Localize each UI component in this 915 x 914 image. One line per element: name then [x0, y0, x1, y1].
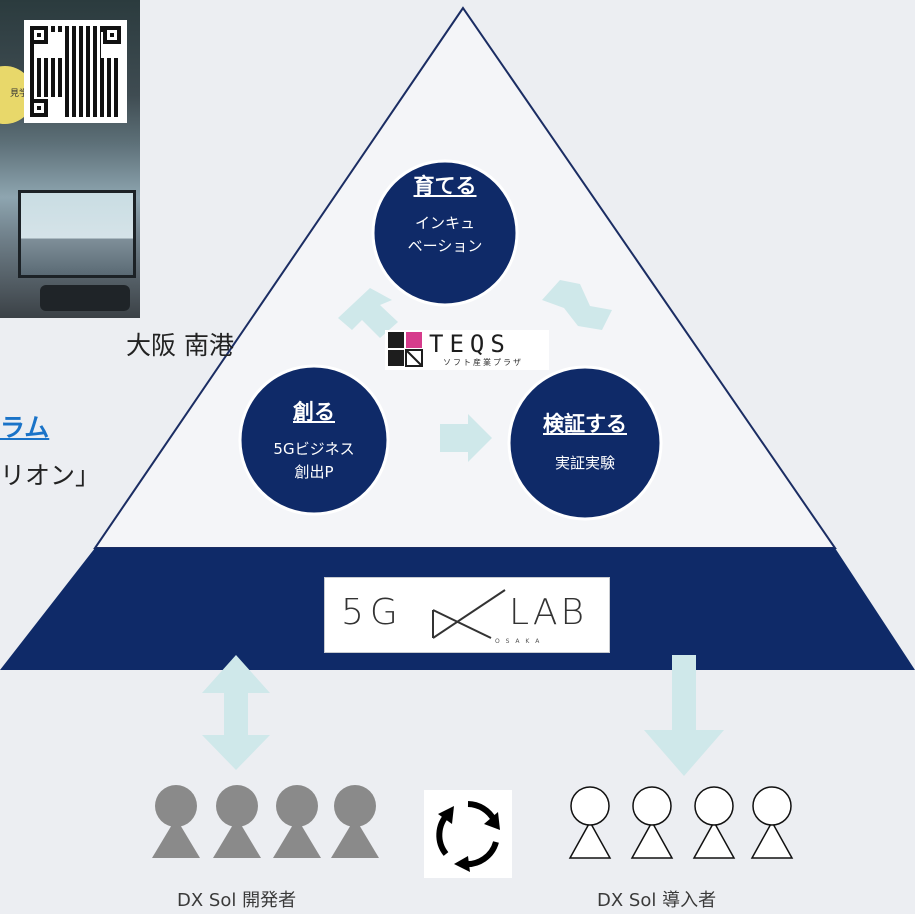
circle-grow	[371, 159, 519, 307]
create-line1: 5Gビジネス	[273, 440, 355, 458]
lab-logo-right: LAB	[509, 592, 588, 633]
adopters-caption: DX Sol 導入者	[597, 890, 717, 911]
pavilion-text: リオン」	[0, 461, 101, 490]
verify-title: 検証する	[543, 412, 627, 436]
create-line2: 創出P	[294, 463, 334, 481]
teqs-logo: TEQS ソフト産業プラザ	[385, 330, 549, 370]
arrow-grow-to-verify	[542, 280, 612, 330]
developer-group	[152, 785, 379, 858]
verify-line1: 実証実験	[554, 454, 615, 472]
arrow-down	[644, 655, 724, 776]
person-filled-icon	[213, 785, 261, 858]
person-outline-icon	[692, 786, 736, 859]
person-outline-icon	[630, 786, 674, 859]
circle-verify-text: 検証する 実証実験	[510, 408, 660, 475]
cycle-box	[424, 790, 512, 878]
person-filled-icon	[331, 785, 379, 858]
location-text: 大阪 南港	[126, 331, 234, 360]
person-filled-icon	[273, 785, 321, 858]
lab-logo-left: 5G	[341, 592, 404, 633]
grow-line1: インキュ	[414, 214, 475, 232]
grow-line2: ベーション	[407, 237, 483, 255]
developers-caption: DX Sol 開発者	[177, 890, 297, 911]
showroom-photo: 見学	[0, 0, 140, 318]
arrow-create-to-verify	[440, 414, 492, 462]
5g-lab-logo: 5G LAB O S A K A	[324, 577, 610, 653]
teqs-tagline: ソフト産業プラザ	[443, 358, 523, 367]
visit-badge-text: 見学	[10, 89, 29, 99]
circle-verify	[507, 365, 663, 521]
program-link[interactable]: ラム	[0, 413, 50, 442]
arrow-create-to-grow	[338, 288, 398, 338]
teqs-mark-icon	[388, 332, 423, 367]
person-outline-icon	[750, 786, 794, 859]
circle-grow-text: 育てる インキュ ベーション	[375, 170, 515, 258]
person-outline-icon	[568, 786, 612, 859]
simulator-seat	[40, 285, 130, 311]
arrow-double-vertical	[202, 655, 270, 770]
simulator-screen	[18, 190, 136, 278]
adopter-group	[568, 786, 794, 859]
x-mark-icon	[432, 589, 506, 639]
grow-title: 育てる	[413, 174, 477, 198]
cycle-arrows-icon	[436, 801, 500, 872]
create-title: 創る	[293, 400, 335, 424]
circle-create	[238, 364, 390, 516]
circle-create-text: 創る 5Gビジネス 創出P	[244, 396, 384, 484]
teqs-wordmark: TEQS	[429, 330, 511, 358]
qr-code[interactable]	[24, 20, 127, 123]
lab-logo-sub: O S A K A	[495, 638, 542, 645]
person-filled-icon	[152, 785, 200, 858]
